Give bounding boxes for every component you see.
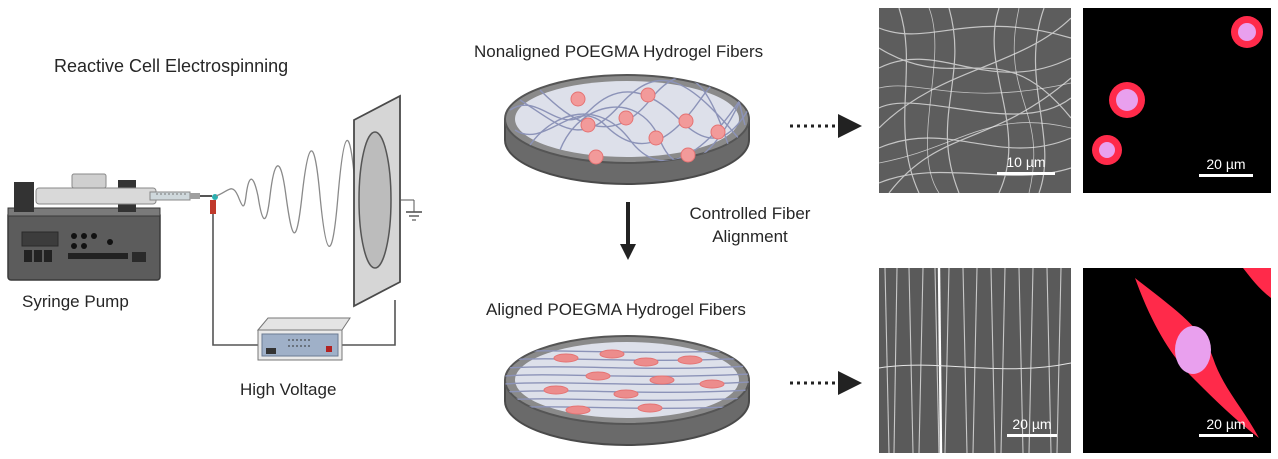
transition-label-line2: Alignment — [712, 227, 788, 246]
sem-nonaligned-image — [879, 8, 1071, 193]
sem-aligned-panel: 20 µm — [879, 268, 1071, 453]
scale-label: 10 µm — [1006, 154, 1046, 170]
sem-nonaligned-panel: 10 µm — [879, 8, 1071, 193]
nonaligned-title: Nonaligned POEGMA Hydrogel Fibers — [474, 42, 764, 61]
fluor-aligned-panel: 20 µm — [1083, 268, 1271, 453]
alignment-arrow — [620, 202, 636, 260]
scale-label: 20 µm — [1012, 416, 1052, 432]
syringe-pump — [7, 173, 218, 281]
aligned-title: Aligned POEGMA Hydrogel Fibers — [486, 300, 746, 319]
sem-aligned-image — [879, 268, 1071, 453]
scale-label: 20 µm — [1206, 156, 1246, 172]
dish-nonaligned — [504, 74, 750, 185]
transition-label-line1: Controlled Fiber — [689, 204, 811, 223]
transition-label: Controlled Fiber Alignment — [670, 204, 830, 247]
collector-plate — [353, 94, 422, 308]
fluor-nonaligned-scalebar: 20 µm — [1199, 156, 1253, 177]
fluor-nonaligned-panel: 20 µm — [1083, 8, 1271, 193]
pump-display — [21, 231, 59, 247]
electrode-clip — [210, 200, 216, 214]
dish-aligned — [504, 335, 750, 446]
fluor-aligned-image — [1083, 268, 1271, 453]
fluor-nonaligned-image — [1083, 8, 1271, 193]
sem-aligned-scalebar: 20 µm — [1007, 416, 1057, 437]
setup-title: Reactive Cell Electrospinning — [54, 56, 289, 76]
voltage-label: High Voltage — [240, 380, 337, 399]
scale-bar — [1199, 434, 1253, 437]
needle-tip — [212, 194, 218, 200]
scale-bar — [997, 172, 1055, 175]
scale-label: 20 µm — [1206, 416, 1246, 432]
scale-bar — [1199, 174, 1253, 177]
circuit-wires — [212, 214, 396, 346]
scale-bar — [1007, 434, 1057, 437]
high-voltage-supply — [256, 317, 351, 361]
fluor-aligned-scalebar: 20 µm — [1199, 416, 1253, 437]
electrospinning-jet — [215, 139, 357, 247]
sem-nonaligned-scalebar: 10 µm — [997, 154, 1055, 175]
pump-label: Syringe Pump — [22, 292, 129, 311]
